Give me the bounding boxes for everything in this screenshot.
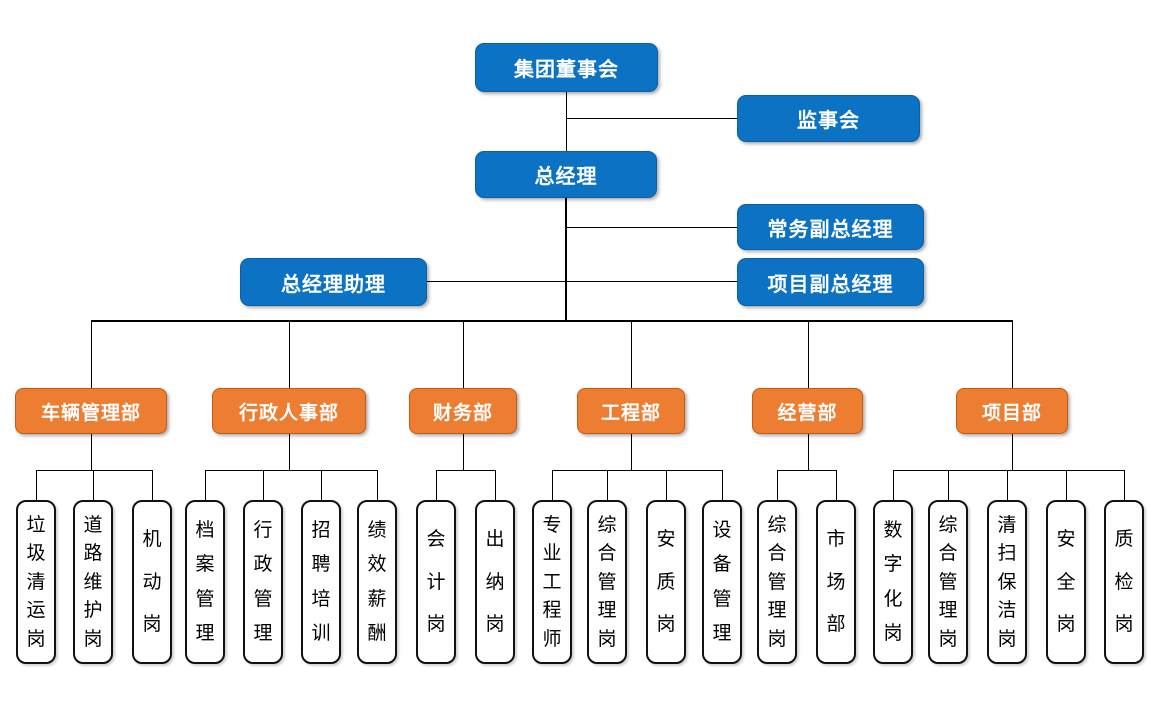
connector-line <box>321 470 322 500</box>
pos-performance-compensation: 绩效薪酬 <box>357 500 397 664</box>
connector-line <box>722 470 723 500</box>
connector-line <box>777 470 836 471</box>
pos-quality-inspection: 质检岗 <box>1104 500 1144 664</box>
connector-line <box>552 470 553 500</box>
pos-garbage-removal: 垃圾清运岗 <box>16 500 56 664</box>
pos-general-management-ops: 综合管理岗 <box>757 500 797 664</box>
connector-line <box>91 434 92 470</box>
connector-line <box>1007 470 1008 500</box>
connector-line <box>263 470 264 500</box>
pos-equipment-management: 设备管理 <box>702 500 742 664</box>
connector-line <box>91 320 1013 322</box>
connector-line <box>808 434 809 470</box>
pos-accounting: 会计岗 <box>416 500 456 664</box>
node-executive-deputy-gm: 常务副总经理 <box>737 204 924 250</box>
connector-line <box>1012 320 1013 388</box>
node-supervisory-board: 监事会 <box>737 95 920 142</box>
pos-cleaning: 清扫保洁岗 <box>987 500 1027 664</box>
pos-general-management-eng: 综合管理岗 <box>587 500 627 664</box>
node-board-of-directors: 集团董事会 <box>475 43 658 92</box>
connector-line <box>463 320 464 388</box>
connector-line <box>566 227 738 228</box>
pos-general-management-proj: 综合管理岗 <box>928 500 968 664</box>
pos-mobile-duty: 机动岗 <box>132 500 172 664</box>
connector-line <box>436 470 437 500</box>
pos-recruitment-training: 招聘培训 <box>301 500 341 664</box>
connector-line <box>463 434 464 470</box>
pos-cashier: 出纳岗 <box>475 500 515 664</box>
connector-line <box>91 320 92 388</box>
dept-vehicle-management: 车辆管理部 <box>15 388 167 434</box>
connector-line <box>948 470 949 500</box>
dept-operations: 经营部 <box>752 388 863 434</box>
connector-line <box>777 470 778 500</box>
connector-line <box>631 320 632 388</box>
connector-line <box>1066 470 1067 500</box>
pos-archives-management: 档案管理 <box>185 500 225 664</box>
connector-line <box>607 470 608 500</box>
node-project-deputy-gm: 项目副总经理 <box>737 258 924 306</box>
dept-admin-hr: 行政人事部 <box>212 388 366 434</box>
dept-project: 项目部 <box>956 388 1068 434</box>
connector-line <box>205 470 206 500</box>
pos-safety-quality: 安质岗 <box>646 500 686 664</box>
connector-line <box>93 470 94 500</box>
connector-line <box>289 434 290 470</box>
connector-line <box>566 92 567 152</box>
connector-line <box>631 434 632 470</box>
connector-line <box>152 470 153 500</box>
connector-line <box>836 470 837 500</box>
connector-line <box>36 470 37 500</box>
connector-line <box>1012 434 1013 470</box>
connector-line <box>36 470 152 471</box>
pos-professional-engineer: 专业工程师 <box>532 500 572 664</box>
connector-line <box>289 320 290 388</box>
connector-line <box>205 470 378 471</box>
connector-line <box>893 470 894 500</box>
connector-line <box>436 470 495 471</box>
connector-line <box>808 320 809 388</box>
pos-safety: 安全岗 <box>1046 500 1086 664</box>
dept-finance: 财务部 <box>409 388 517 434</box>
connector-line <box>552 470 723 471</box>
connector-line <box>377 470 378 500</box>
connector-line <box>565 197 567 321</box>
node-general-manager: 总经理 <box>475 151 657 198</box>
pos-road-maintenance: 道路维护岗 <box>73 500 113 664</box>
connector-line <box>427 281 738 282</box>
dept-engineering: 工程部 <box>577 388 685 434</box>
connector-line <box>666 470 667 500</box>
pos-digitalization: 数字化岗 <box>873 500 913 664</box>
connector-line <box>893 470 1124 471</box>
pos-market: 市场部 <box>816 500 856 664</box>
connector-line <box>495 470 496 500</box>
connector-line <box>1124 470 1125 500</box>
connector-line <box>566 118 738 119</box>
pos-admin-management: 行政管理 <box>243 500 283 664</box>
node-gm-assistant: 总经理助理 <box>240 258 427 306</box>
